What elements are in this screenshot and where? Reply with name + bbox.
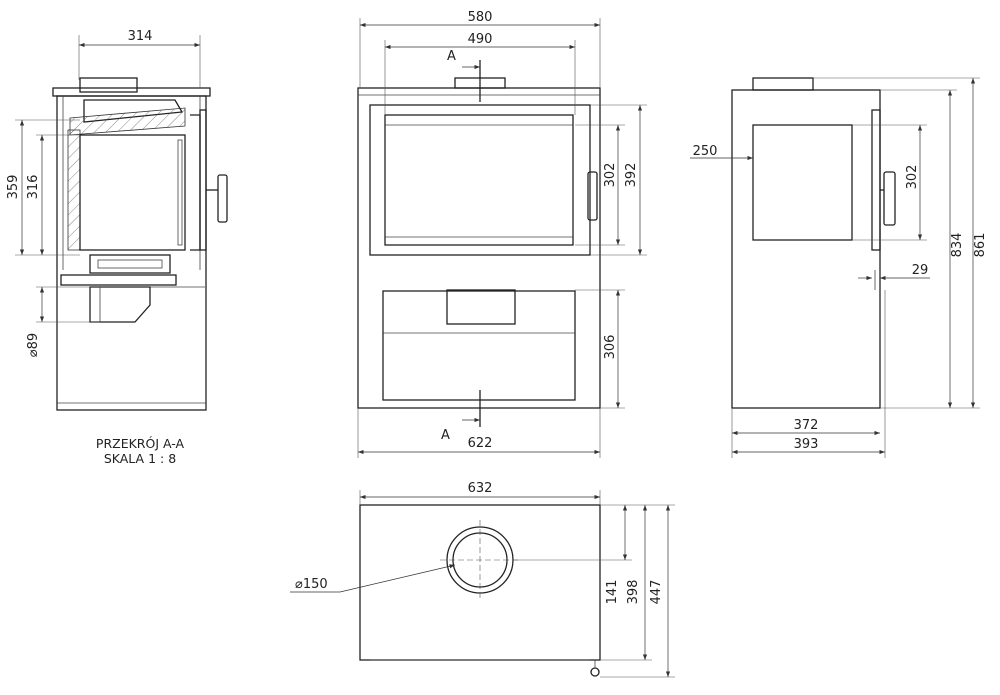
section-mark-bottom: A (441, 428, 450, 443)
flue-collar (79, 77, 138, 93)
section-caption: PRZEKRÓJ A-A (96, 436, 185, 451)
firebox (79, 134, 186, 251)
door-glass (384, 114, 574, 246)
dim-glass-height: 302 (603, 163, 618, 188)
door-handle (587, 171, 598, 221)
door-handle (883, 171, 896, 226)
scale-caption: SKALA 1 : 8 (104, 451, 176, 466)
side-view: 250 302 834 861 29 372 393 (690, 77, 988, 458)
dim-height-outer: 359 (6, 175, 21, 200)
handle-knob (590, 667, 600, 677)
flue-collar (752, 77, 814, 91)
drawer-handle (446, 289, 516, 325)
insulated-baffle (69, 107, 186, 136)
dim-top-width: 632 (468, 481, 493, 496)
door-edge (871, 109, 881, 251)
rear-firebrick (67, 129, 81, 251)
dim-height-inner: 316 (26, 175, 41, 200)
section-view: 314 359 316 ⌀89 PRZEKRÓJ A-A SKALA 1 : 8 (6, 29, 228, 466)
door-handle (217, 174, 228, 223)
door-section (190, 114, 201, 251)
dim-body-depth: 398 (626, 580, 641, 605)
dim-door-width: 490 (468, 32, 493, 47)
dim-body-height: 834 (950, 233, 965, 258)
dim-total-depth: 447 (649, 580, 664, 605)
dim-top-width: 580 (468, 10, 493, 25)
dim-door-height: 392 (624, 163, 639, 188)
ash-tray (60, 274, 177, 286)
dim-width: 314 (128, 29, 153, 44)
dim-handle-offset: 29 (912, 263, 929, 278)
dim-total-depth: 393 (794, 437, 819, 452)
dim-depth: 372 (794, 418, 819, 433)
stove-body (357, 87, 601, 409)
door (369, 104, 591, 256)
air-intake-pipe (89, 286, 151, 323)
top-view: 632 ⌀150 141 398 447 (290, 481, 675, 678)
dim-base-width: 622 (468, 436, 493, 451)
dim-flue-offset: 141 (605, 580, 620, 605)
section-mark-top: A (447, 49, 456, 64)
grate (89, 254, 171, 274)
side-window (752, 124, 853, 241)
dim-window-offset: 250 (693, 144, 718, 159)
dim-drawer-height: 306 (603, 335, 618, 360)
stove-top (359, 504, 601, 661)
drawer (382, 290, 576, 401)
dim-flue-diameter: ⌀150 (295, 577, 328, 592)
front-view: 580 490 A A 302 392 306 622 (357, 10, 647, 458)
dim-pipe-diameter: ⌀89 (26, 333, 41, 357)
stove-body (56, 95, 207, 411)
dim-total-height: 861 (973, 233, 988, 258)
dim-window-height: 302 (905, 165, 920, 190)
stove-body (731, 89, 881, 409)
